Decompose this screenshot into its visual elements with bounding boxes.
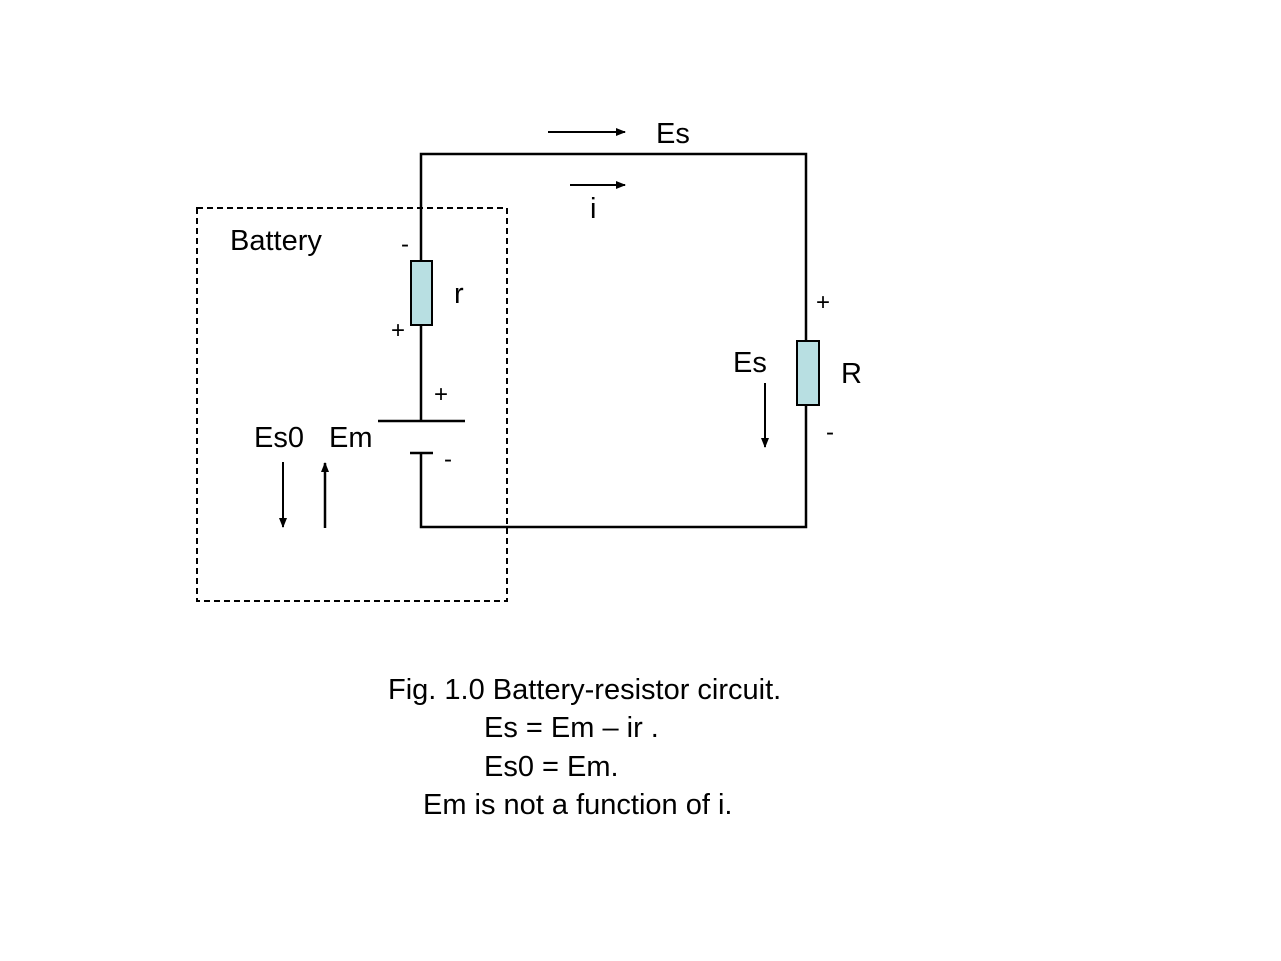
r-top-sign: -: [401, 231, 409, 258]
caption-title: Fig. 1.0 Battery-resistor circuit.: [388, 674, 781, 706]
circuit-wires: [419, 152, 808, 529]
wire-top: [419, 152, 808, 341]
caption-note: Em is not a function of i.: [423, 789, 732, 821]
es-load-label: Es: [733, 347, 767, 379]
current-label: i: [590, 193, 596, 225]
wire-bottom: [419, 405, 808, 529]
load-resistor-R: [796, 340, 820, 406]
caption-equation-es0: Es0 = Em.: [484, 751, 619, 783]
internal-resistor-label: r: [454, 278, 464, 310]
battery-label: Battery: [230, 225, 322, 257]
cell-minus-sign: -: [444, 446, 452, 473]
em-label: Em: [329, 422, 373, 454]
R-top-sign: +: [816, 289, 830, 316]
cell-plus-sign: +: [434, 381, 448, 408]
load-resistor-label: R: [841, 358, 862, 390]
caption-equation-es: Es = Em – ir .: [484, 712, 659, 744]
R-bottom-sign: -: [826, 419, 834, 446]
battery-enclosure: [196, 207, 508, 602]
internal-resistor-r: [410, 260, 433, 326]
es0-label: Es0: [254, 422, 304, 454]
r-bottom-sign: +: [391, 317, 405, 344]
es-top-label: Es: [656, 118, 690, 150]
